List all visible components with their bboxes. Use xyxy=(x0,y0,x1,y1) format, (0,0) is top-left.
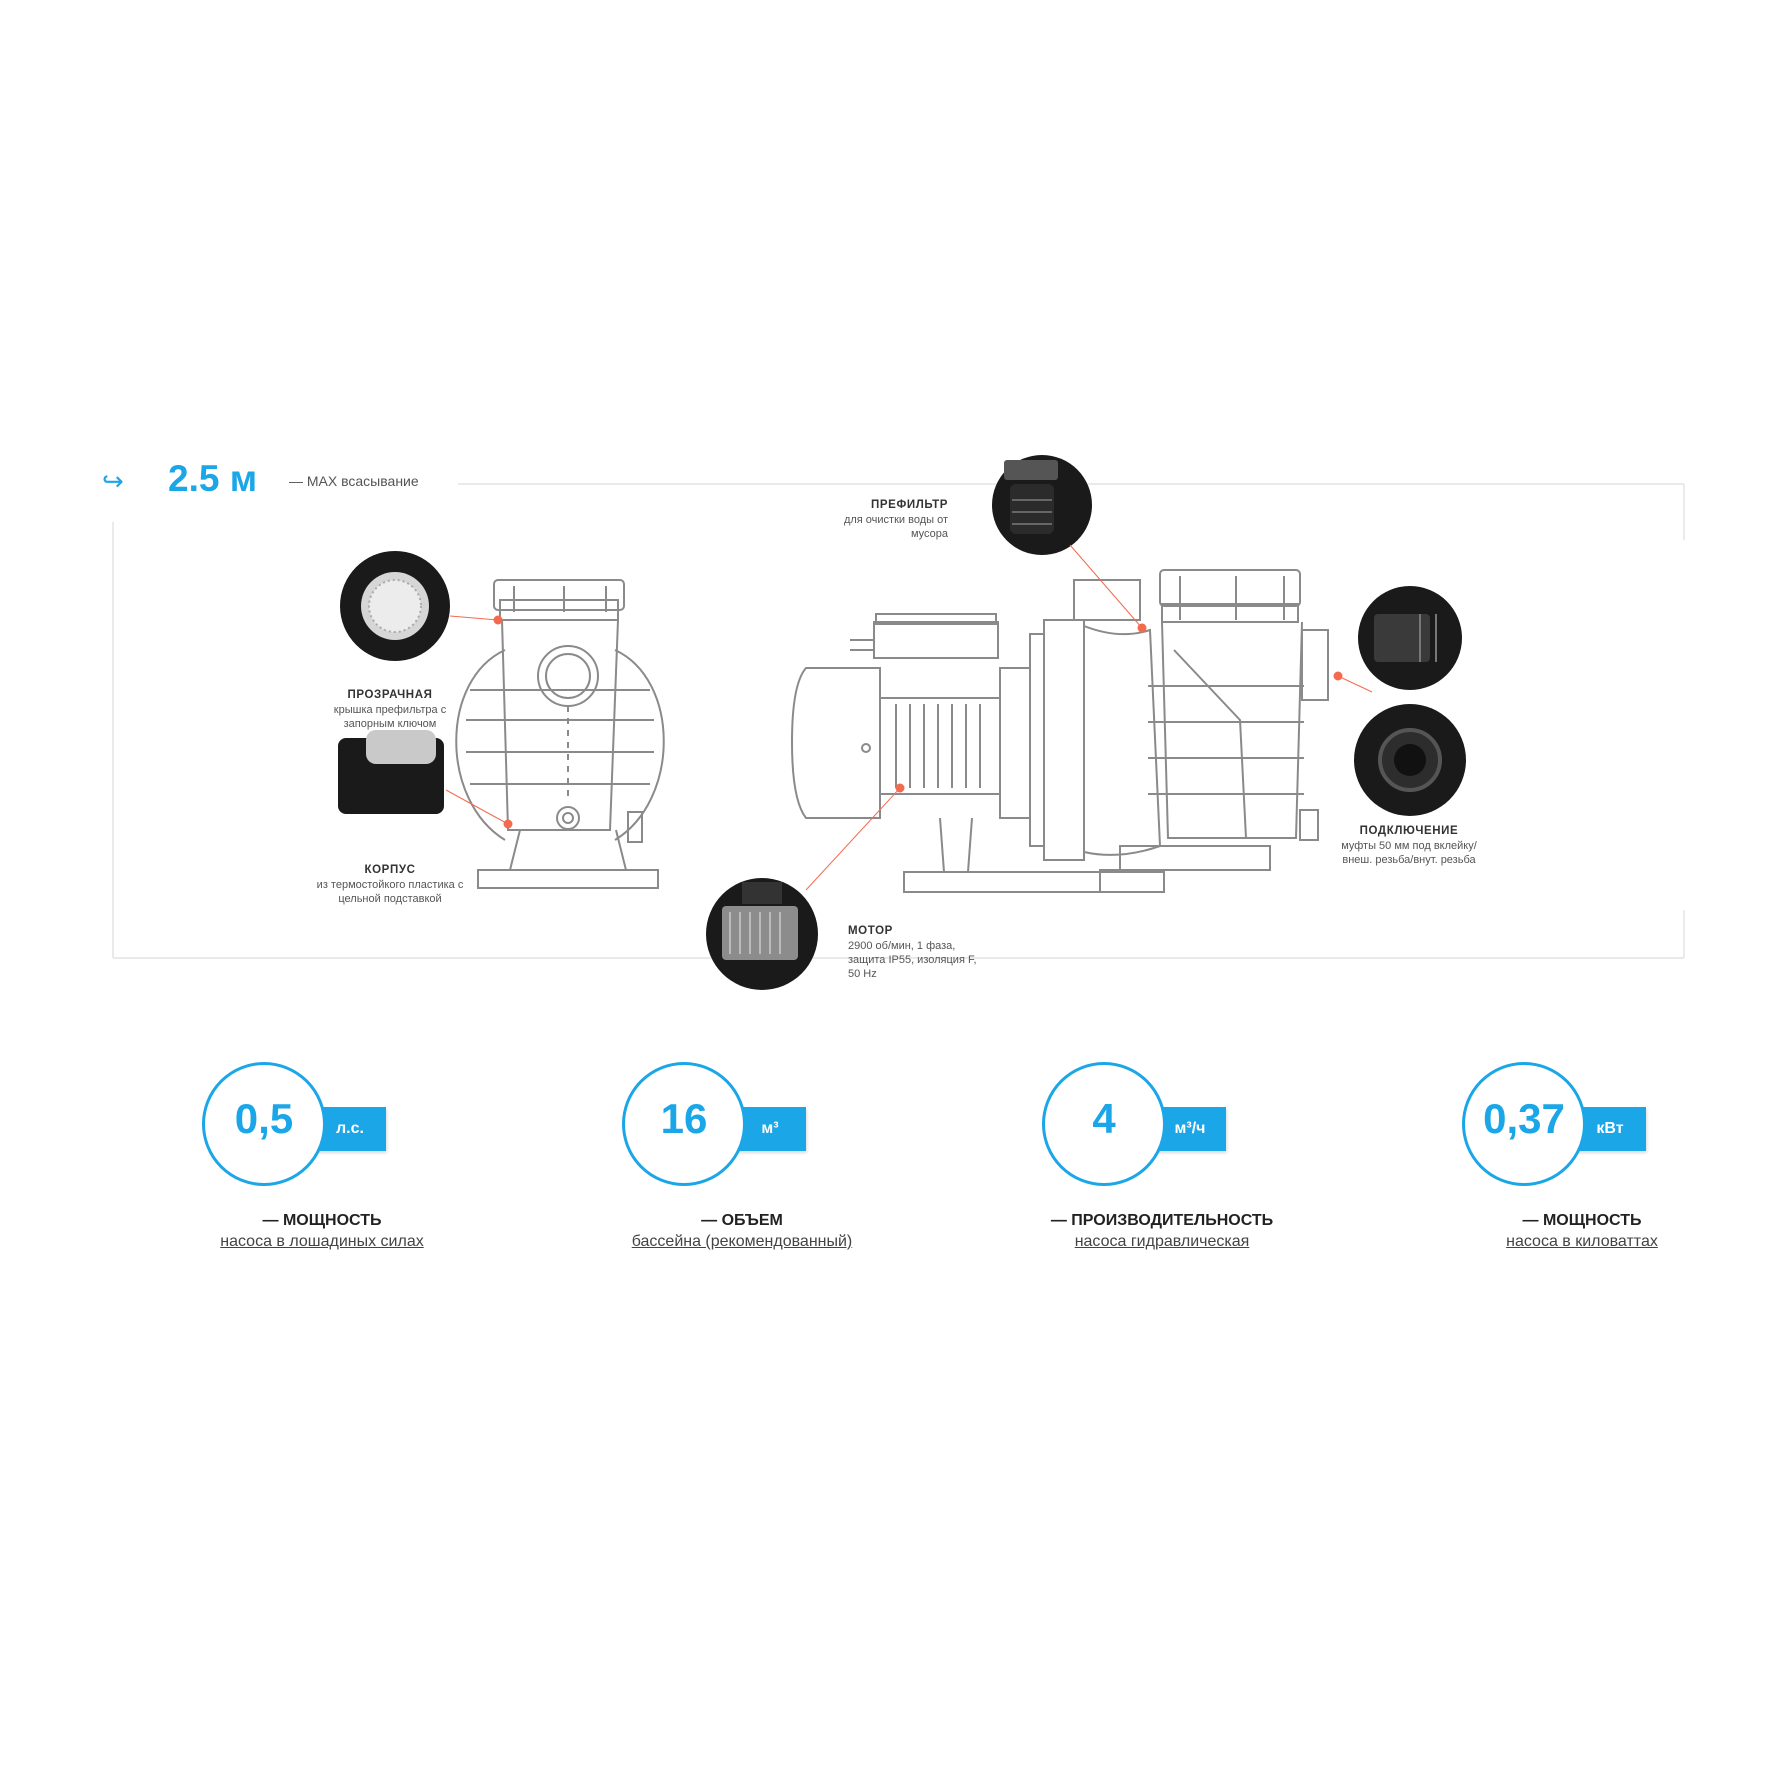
callout-line: из термостойкого пластика с xyxy=(316,879,464,891)
callout-motor: МОТОР 2900 об/мин, 1 фаза, защита IP55, … xyxy=(848,924,1018,981)
callout-prefilter: ПРЕФИЛЬТР для очистки воды от мусора xyxy=(760,498,948,541)
stat-unit-badge: м³/ч xyxy=(1154,1107,1226,1151)
stat-value: 4 xyxy=(1092,1095,1116,1142)
callout-line: муфты 50 мм под вклейку/ xyxy=(1341,840,1477,852)
callout-title: ПРОЗРАЧНАЯ xyxy=(347,689,433,701)
pump-front-view-drawing xyxy=(455,579,665,889)
stat-subtitle-link[interactable]: насоса в киловаттах xyxy=(1506,1233,1658,1250)
suction-arrow-icon: ↪ xyxy=(102,466,124,496)
suction-value: 2.5 м xyxy=(168,458,258,499)
stat-subtitle-link[interactable]: бассейна (рекомендованный) xyxy=(631,1233,853,1250)
callout-line: защита IP55, изоляция F, xyxy=(848,954,977,966)
stat-flow-rate: 4 м³/ч — ПРОИЗВОДИТЕЛЬНОСТЬ насоса гидра… xyxy=(1002,1062,1322,1252)
prefilter-photo xyxy=(992,455,1092,555)
callout-transparent-lid: ПРОЗРАЧНАЯ крышка префильтра с запорным … xyxy=(300,688,480,731)
connection-photo-2 xyxy=(1354,704,1466,816)
stat-unit-badge: л.с. xyxy=(314,1107,386,1151)
stat-value: 0,5 xyxy=(234,1095,294,1142)
stat-circle: 0,37 xyxy=(1462,1062,1586,1186)
callout-lines xyxy=(445,544,1373,891)
transparent-lid-photo xyxy=(340,551,450,661)
callout-line: 50 Hz xyxy=(848,968,877,980)
stat-value: 16 xyxy=(660,1095,708,1142)
callout-line: цельной подставкой xyxy=(338,893,442,905)
connection-photo-1 xyxy=(1358,586,1462,690)
callout-body: КОРПУС из термостойкого пластика с цельн… xyxy=(290,863,490,906)
callout-title: ПОДКЛЮЧЕНИЕ xyxy=(1359,825,1459,837)
callout-line: внеш. резьба/внут. резьба xyxy=(1342,854,1476,866)
suction-description: — MAX всасывание xyxy=(289,473,419,489)
callout-line: крышка префильтра с xyxy=(333,704,447,716)
stat-value: 0,37 xyxy=(1483,1095,1565,1142)
stat-title: — ОБЪЕМ xyxy=(701,1212,783,1229)
stat-unit-badge: м³ xyxy=(734,1107,806,1151)
stat-subtitle-link[interactable]: насоса гидравлическая xyxy=(1074,1233,1250,1250)
callout-title: МОТОР xyxy=(848,925,893,937)
callout-title: ПРЕФИЛЬТР xyxy=(871,499,948,511)
motor-photo xyxy=(706,878,818,990)
stat-power-kw: 0,37 кВт — МОЩНОСТЬ насоса в киловаттах xyxy=(1422,1062,1742,1252)
stat-title: — МОЩНОСТЬ xyxy=(1522,1212,1642,1229)
callout-title: КОРПУС xyxy=(364,864,416,876)
stat-title: — МОЩНОСТЬ xyxy=(262,1212,382,1229)
stat-circle: 16 xyxy=(622,1062,746,1186)
stat-power-hp: 0,5 л.с. — МОЩНОСТЬ насоса в лошадиных с… xyxy=(162,1062,482,1252)
callout-line: 2900 об/мин, 1 фаза, xyxy=(848,940,956,952)
pump-side-view-drawing xyxy=(790,569,1329,893)
stat-circle: 4 xyxy=(1042,1062,1166,1186)
callout-line: для очистки воды от xyxy=(843,514,948,526)
callout-connection: ПОДКЛЮЧЕНИЕ муфты 50 мм под вклейку/ вне… xyxy=(1314,824,1504,867)
stat-circle: 0,5 xyxy=(202,1062,326,1186)
callout-line: запорным ключом xyxy=(343,718,437,730)
callout-line: мусора xyxy=(910,528,948,540)
stat-title: — ПРОИЗВОДИТЕЛЬНОСТЬ xyxy=(1050,1212,1274,1229)
stat-pool-volume: 16 м³ — ОБЪЕМ бассейна (рекомендованный) xyxy=(582,1062,902,1252)
lock-key-photo xyxy=(338,730,444,814)
stat-subtitle-link[interactable]: насоса в лошадиных силах xyxy=(220,1233,424,1250)
stat-unit-badge: кВт xyxy=(1574,1107,1646,1151)
